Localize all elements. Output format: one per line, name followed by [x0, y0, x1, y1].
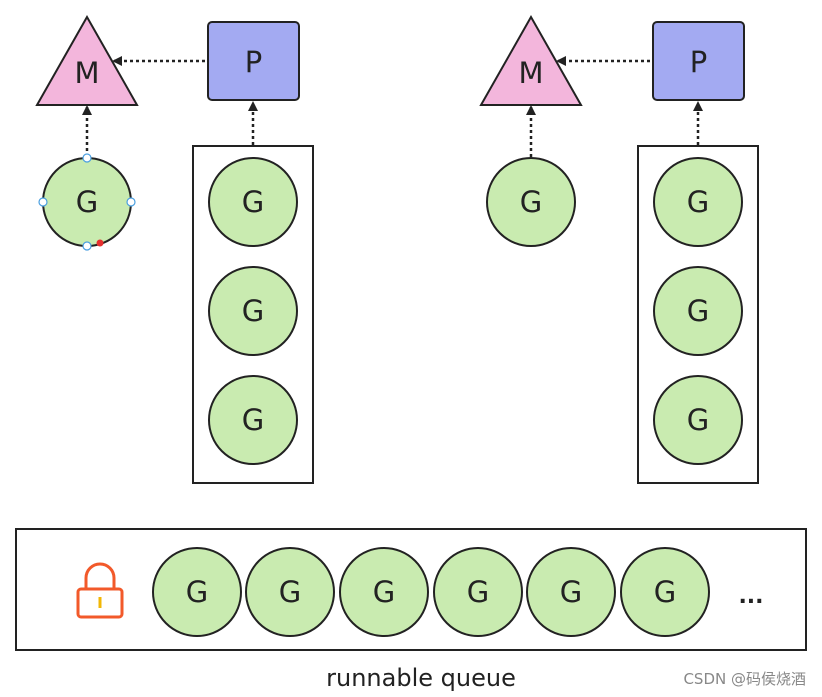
lock-keyhole [98, 597, 102, 608]
global-queue: G G G G G G ... [15, 528, 807, 651]
goroutine-circle [653, 157, 743, 247]
processor-node[interactable]: P [207, 21, 300, 101]
running-goroutine[interactable]: G [42, 157, 132, 247]
goroutine-circle [526, 547, 616, 637]
goroutine-label: G [560, 575, 582, 609]
selection-handle-left[interactable] [38, 197, 48, 207]
goroutine-label: G [242, 403, 264, 437]
processor-node[interactable]: P [652, 21, 745, 101]
local-queue-goroutine[interactable]: G [208, 375, 298, 465]
global-queue-goroutine[interactable]: G [620, 547, 710, 637]
group-2: M P G G G G [479, 14, 759, 484]
goroutine-label: G [687, 185, 709, 219]
goroutine-label: G [654, 575, 676, 609]
goroutine-label: G [373, 575, 395, 609]
goroutine-label: G [467, 575, 489, 609]
local-queue-goroutine[interactable]: G [208, 266, 298, 356]
goroutine-circle [653, 375, 743, 465]
selection-handles[interactable] [38, 153, 136, 251]
queue-caption: runnable queue [326, 664, 516, 692]
local-queue-box [192, 145, 314, 484]
goroutine-circle [245, 547, 335, 637]
goroutine-circle [208, 375, 298, 465]
processor-label: P [690, 45, 708, 79]
group-1: M P G G G G [35, 14, 314, 484]
goroutine-label: G [76, 185, 98, 219]
local-queue-goroutine[interactable]: G [653, 157, 743, 247]
goroutine-circle [208, 266, 298, 356]
machine-node[interactable]: M [35, 14, 139, 106]
processor-box [207, 21, 300, 101]
machine-label: M [74, 56, 99, 90]
goroutine-label: G [186, 575, 208, 609]
lock-shackle [84, 562, 116, 589]
local-queue-goroutine[interactable]: G [208, 157, 298, 247]
goroutine-label: G [687, 294, 709, 328]
goroutine-circle [152, 547, 242, 637]
goroutine-label: G [279, 575, 301, 609]
goroutine-circle [653, 266, 743, 356]
selection-handle-bottom[interactable] [82, 241, 92, 251]
global-queue-goroutine[interactable]: G [433, 547, 523, 637]
processor-box [652, 21, 745, 101]
goroutine-label: G [242, 294, 264, 328]
goroutine-label: G [520, 185, 542, 219]
selection-handle-right[interactable] [126, 197, 136, 207]
goroutine-circle [339, 547, 429, 637]
rotation-point[interactable] [96, 239, 104, 247]
global-queue-box [15, 528, 807, 651]
global-queue-goroutine[interactable]: G [245, 547, 335, 637]
local-queue-box [637, 145, 759, 484]
goroutine-circle [433, 547, 523, 637]
lock-body [76, 587, 124, 619]
global-queue-goroutine[interactable]: G [526, 547, 616, 637]
processor-label: P [245, 45, 263, 79]
queue-more-ellipsis: ... [738, 584, 763, 609]
selection-handle-top[interactable] [82, 153, 92, 163]
goroutine-label: G [687, 403, 709, 437]
goroutine-circle [208, 157, 298, 247]
lock-icon [76, 562, 124, 619]
global-queue-goroutine[interactable]: G [339, 547, 429, 637]
global-queue-goroutine[interactable]: G [152, 547, 242, 637]
goroutine-circle [620, 547, 710, 637]
goroutine-label: G [242, 185, 264, 219]
local-queue-goroutine[interactable]: G [653, 375, 743, 465]
running-goroutine[interactable]: G [486, 157, 576, 247]
goroutine-circle [486, 157, 576, 247]
local-queue-goroutine[interactable]: G [653, 266, 743, 356]
machine-label: M [518, 56, 543, 90]
watermark: CSDN @码侯烧酒 [683, 670, 806, 688]
